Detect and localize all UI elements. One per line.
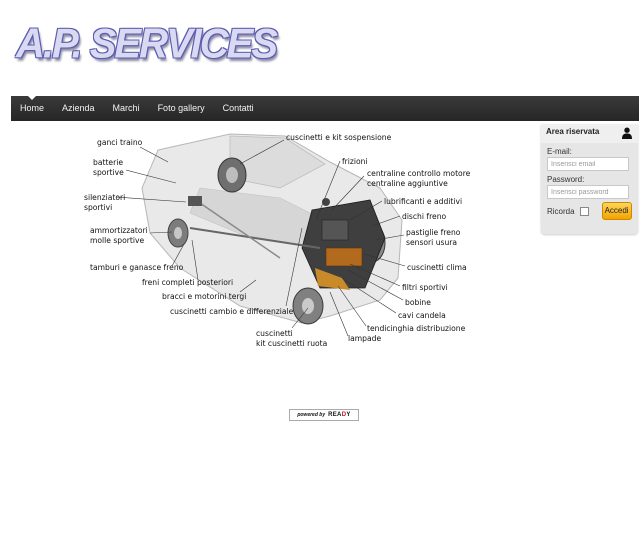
car-illustration	[141, 133, 403, 325]
remember-label: Ricorda	[547, 206, 575, 216]
label-bracci: bracci e motorini tergi	[162, 292, 246, 301]
ready-logo: READY	[328, 412, 351, 418]
powered-by-badge[interactable]: powered by READY	[289, 409, 359, 421]
email-label: E-mail:	[547, 147, 572, 156]
label-tamburi: tamburi e ganasce freno	[90, 263, 184, 272]
label-lubrificanti: lubrificanti e additivi	[384, 197, 462, 206]
car-parts-diagram: ganci traino batterie sportive silenziat…	[84, 133, 470, 348]
label-centraline-2: centraline aggiuntive	[367, 179, 448, 188]
nav-azienda[interactable]: Azienda	[62, 103, 95, 113]
label-ganci-traino: ganci traino	[97, 138, 143, 147]
user-icon	[622, 127, 632, 139]
label-freni-posteriori: freni completi posteriori	[142, 278, 233, 287]
label-lampade: lampade	[348, 334, 381, 343]
ready-logo-suffix: Y	[346, 412, 351, 418]
ready-logo-prefix: REA	[328, 412, 342, 418]
label-centraline-1: centraline controllo motore	[367, 169, 470, 178]
label-ammortizzatori-1: ammortizzatori	[90, 226, 148, 235]
label-bobine: bobine	[405, 298, 431, 307]
site-logo[interactable]: A.P. SERVICES	[16, 20, 278, 68]
login-actions: Ricorda Accedi	[547, 202, 638, 220]
label-pastiglie-2: sensori usura	[406, 238, 457, 247]
label-batterie-1: batterie	[93, 158, 123, 167]
label-sospensione: cuscinetti e kit sospensione	[286, 133, 392, 142]
label-filtri: filtri sportivi	[402, 283, 448, 292]
nav-marchi[interactable]: Marchi	[112, 103, 140, 113]
ready-logo-highlight: D	[341, 412, 347, 418]
nav-home[interactable]: Home	[11, 96, 53, 121]
nav-contatti[interactable]: Contatti	[222, 103, 254, 113]
label-silenziatori-1: silenziatori	[84, 193, 125, 202]
label-cavi: cavi candela	[398, 311, 446, 320]
label-tendicinghia: tendicinghia distribuzione	[367, 324, 466, 333]
label-cuscinetti-kit-1: cuscinetti	[256, 329, 293, 338]
reserved-area-panel: Area riservata E-mail: Password: Ricorda…	[541, 124, 638, 234]
label-batterie-2: sportive	[93, 168, 124, 177]
password-label: Password:	[547, 175, 585, 184]
password-field[interactable]	[547, 185, 629, 199]
login-button[interactable]: Accedi	[601, 202, 632, 220]
label-cuscinetti-cambio: cuscinetti cambio e differenziale	[170, 307, 294, 316]
label-clima: cuscinetti clima	[407, 263, 467, 272]
label-ammortizzatori-2: molle sportive	[90, 236, 144, 245]
label-silenziatori-2: sportivi	[84, 203, 112, 212]
leader-lines	[115, 139, 406, 337]
email-field[interactable]	[547, 157, 629, 171]
nav-foto-gallery[interactable]: Foto gallery	[157, 103, 205, 113]
label-dischi: dischi freno	[402, 212, 447, 221]
powered-by-text: powered by	[297, 412, 326, 418]
remember-checkbox[interactable]	[579, 206, 589, 216]
label-frizioni: frizioni	[342, 157, 368, 166]
main-navbar: Home Azienda Marchi Foto gallery Contatt…	[11, 96, 639, 121]
label-cuscinetti-kit-2: kit cuscinetti ruota	[256, 339, 327, 348]
label-pastiglie-1: pastiglie freno	[406, 228, 461, 237]
reserved-area-title: Area riservata	[546, 127, 600, 136]
reserved-area-header: Area riservata	[541, 124, 638, 143]
